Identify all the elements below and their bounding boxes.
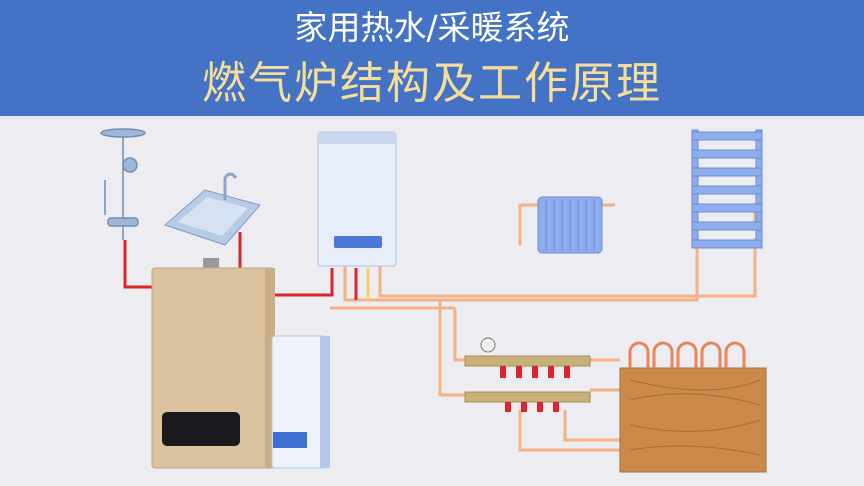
title-banner: 家用热水/采暖系统 燃气炉结构及工作原理 [0,0,864,119]
gas-boiler [151,258,275,469]
hot-water-pipes [123,232,358,300]
floor-heating-icon [619,341,767,473]
page-title: 家用热水/采暖系统 [294,8,570,47]
manifold-icon [464,337,591,412]
shower-icon [100,128,146,240]
towel-radiator-icon [691,129,763,249]
radiator-icon [537,196,603,254]
wall-boiler [317,131,397,267]
page-subtitle: 燃气炉结构及工作原理 [202,58,662,109]
compact-boiler [271,335,330,469]
sink-icon [164,172,261,246]
control-panel [162,412,240,446]
